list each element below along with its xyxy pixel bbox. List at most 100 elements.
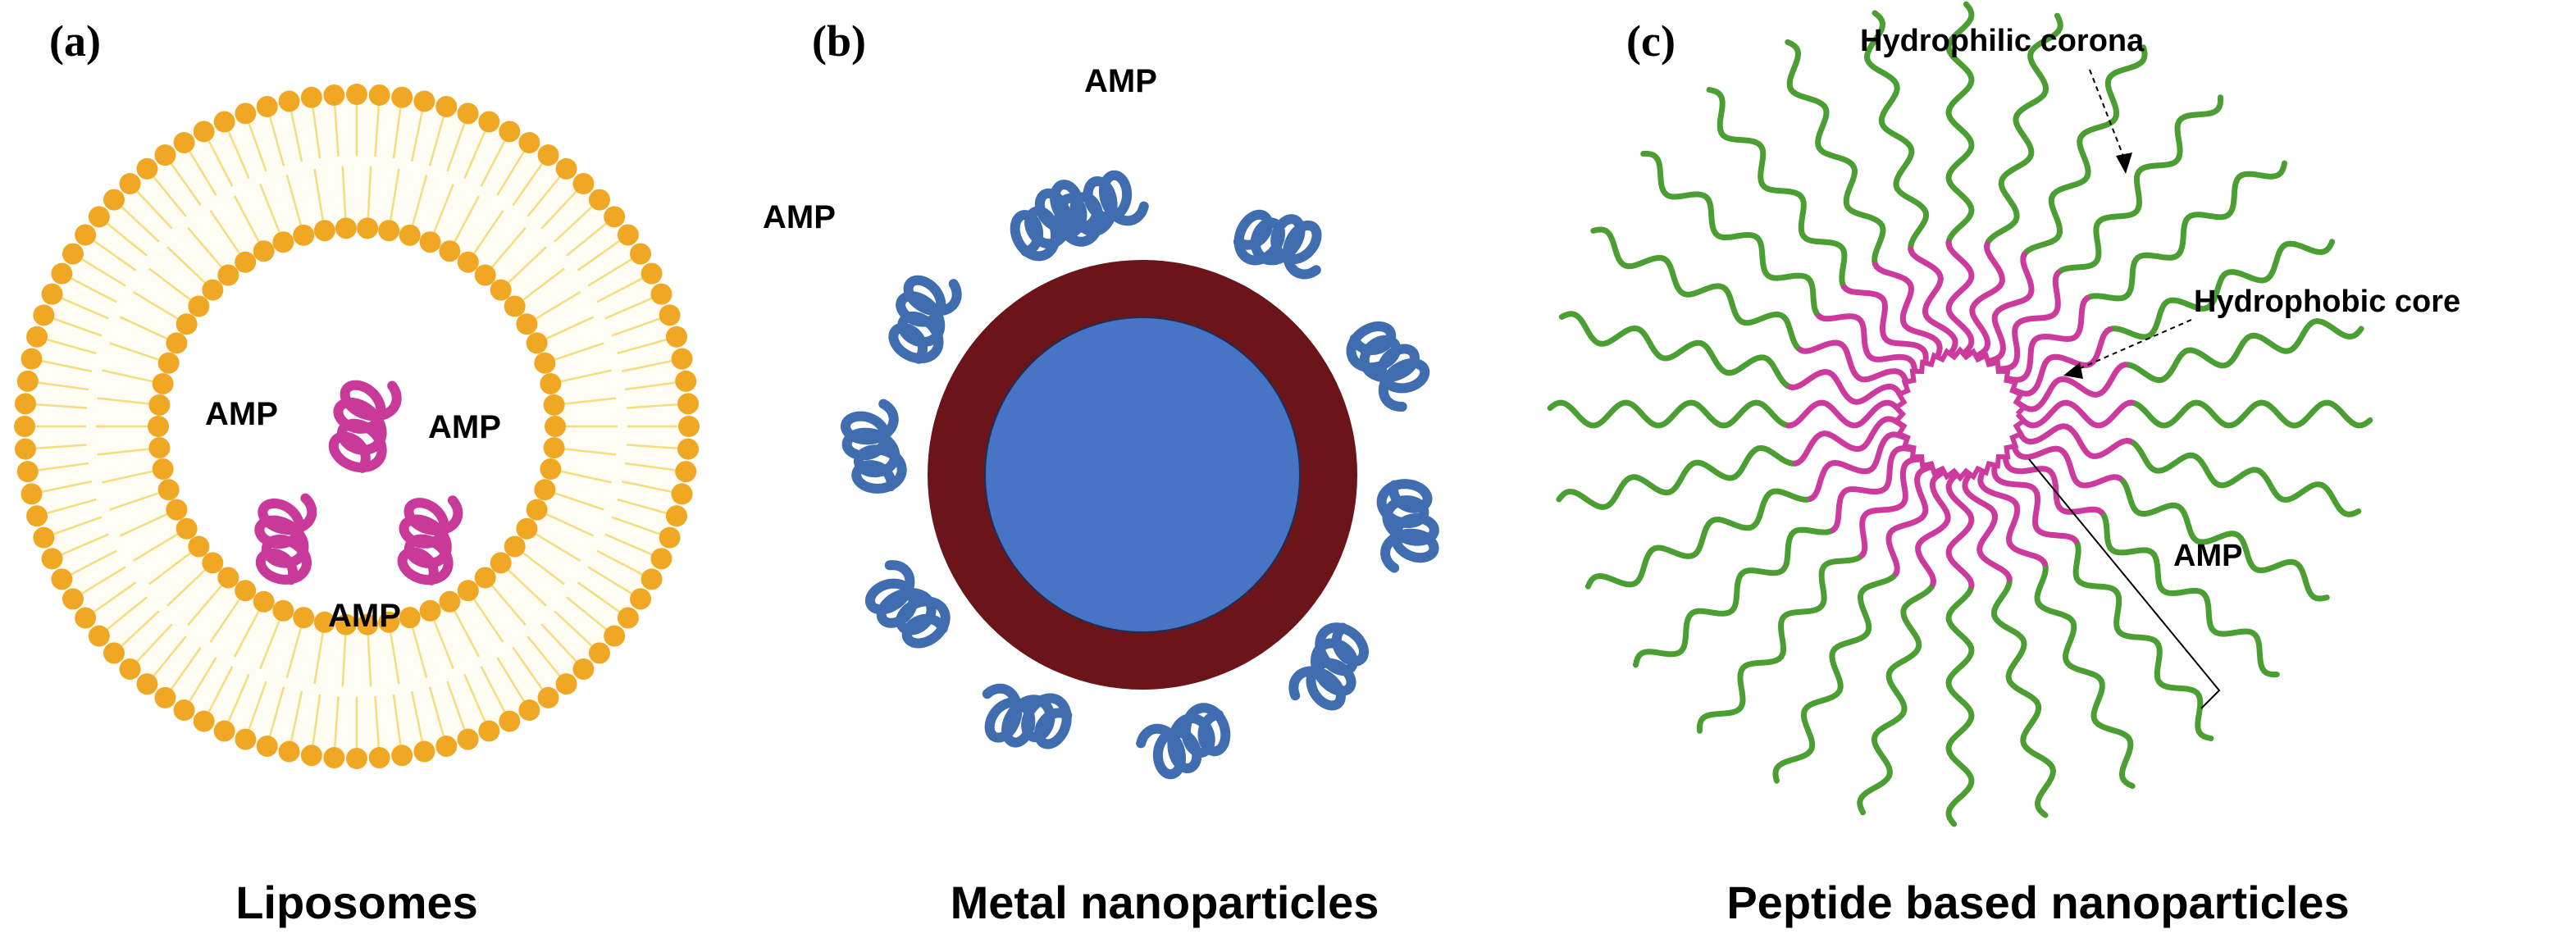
lipid-tail [624,462,676,471]
inner-lipid-head [399,607,421,629]
outer-lipid-head [391,86,413,108]
inner-lipid-head [399,224,421,246]
lipid-tail [446,681,466,730]
outer-lipid-head [88,625,110,647]
inner-lipid-head [217,264,239,286]
corona-chain [2126,399,2373,429]
lipid-tail [512,163,544,207]
lipid-tail [47,498,97,514]
core-chain [1915,467,1951,587]
outer-lipid-head [21,348,43,370]
outer-lipid-head [278,90,300,112]
outer-lipid-head [678,416,700,437]
outer-lipid-head [675,461,697,483]
inner-lipid-head [253,590,275,613]
lipid-tail [627,403,678,409]
lipid-tail [390,168,400,221]
core-chain [1991,456,2079,544]
inner-lipid-head [235,251,257,273]
lipid-tail [508,569,547,607]
lipid-tail [428,116,445,166]
lipid-tail [480,666,506,713]
lipid-tail [617,498,667,514]
outer-lipid-head [518,131,540,153]
inner-lipid-head [378,220,400,242]
inner-lipid-head [534,352,556,374]
outer-lipid-head [213,720,235,742]
corona-chain [1640,150,1825,321]
lipid-tail [148,552,191,585]
lipid-tail [367,166,372,218]
lipid-tail [53,516,103,535]
core-chain [2002,295,2090,383]
core-chain [1993,270,2062,372]
core-chain [1785,399,1906,429]
outer-lipid-head [555,157,577,180]
lipid-tail [290,111,303,162]
amp-length-bracket [2028,458,2221,709]
core-pointer-arrowhead [2063,362,2083,379]
lipid-tail [93,581,137,613]
lipid-tail [312,694,321,745]
corona-chain [1584,488,1817,590]
outer-lipid-head [617,607,639,629]
corona-chain [1990,573,2057,818]
lipid-tail [367,635,372,687]
outer-lipid-head [572,173,595,195]
outer-lipid-head [572,658,595,680]
outer-lipid-head [278,740,300,763]
lipid-tail [522,552,565,585]
core-chain [1816,312,1918,381]
lipid-tail [121,610,160,647]
outer-lipid-head [659,304,681,326]
lipid-tail [564,448,617,456]
lipid-tail [102,369,153,383]
lipid-tail [269,116,285,166]
inner-lipid-head [148,437,171,459]
outer-lipid-head [21,483,43,505]
lipid-tail [209,210,240,254]
inner-lipid-head [534,479,556,501]
inner-lipid-head [419,599,441,622]
lipid-tail [535,290,581,320]
lipid-tail [290,690,303,742]
outer-lipid-head [478,720,500,742]
lipid-tail [71,277,117,303]
amp-coil-b7 [982,683,1073,749]
lipid-tail [604,297,653,320]
core-chain [1797,339,1912,393]
outer-lipid-head [518,699,540,722]
inner-lipid-head [166,499,188,521]
outer-lipid-head [26,505,48,527]
lipid-tail [259,184,280,233]
corona-chain [2081,160,2287,303]
outer-lipid-head [630,588,652,610]
corona-chain [1547,399,1794,429]
lipid-tail [38,381,89,391]
corona-chain [1556,444,1801,511]
core-chain [1969,241,2005,362]
lipid-tail [121,206,160,243]
inner-lipid-head [152,458,174,481]
outer-lipid-head [235,728,257,750]
lipid-tail [35,444,87,449]
amp-coil-b6 [1136,703,1231,780]
lipid-tail [189,151,217,196]
panel-b: (b) AMP AMP Metal nanoparticles [763,16,1439,928]
inner-lipid-head [457,251,479,273]
outer-lipid-head [14,393,36,415]
lipid-tail [107,596,148,631]
lipid-tail [392,107,402,159]
outer-lipid-head [435,735,458,757]
inner-lipid-head [157,352,180,374]
lipid-tail [496,151,525,196]
corona-chain [2119,317,2364,384]
lipid-tail [341,166,347,218]
inner-lipid-head [378,611,400,633]
lipid-tail [166,569,206,607]
lipid-tail [508,246,547,284]
core-chain [1858,456,1927,558]
lipid-tail [170,646,202,690]
amp-coil-b10 [888,275,962,364]
inner-lipid-head [313,220,335,242]
